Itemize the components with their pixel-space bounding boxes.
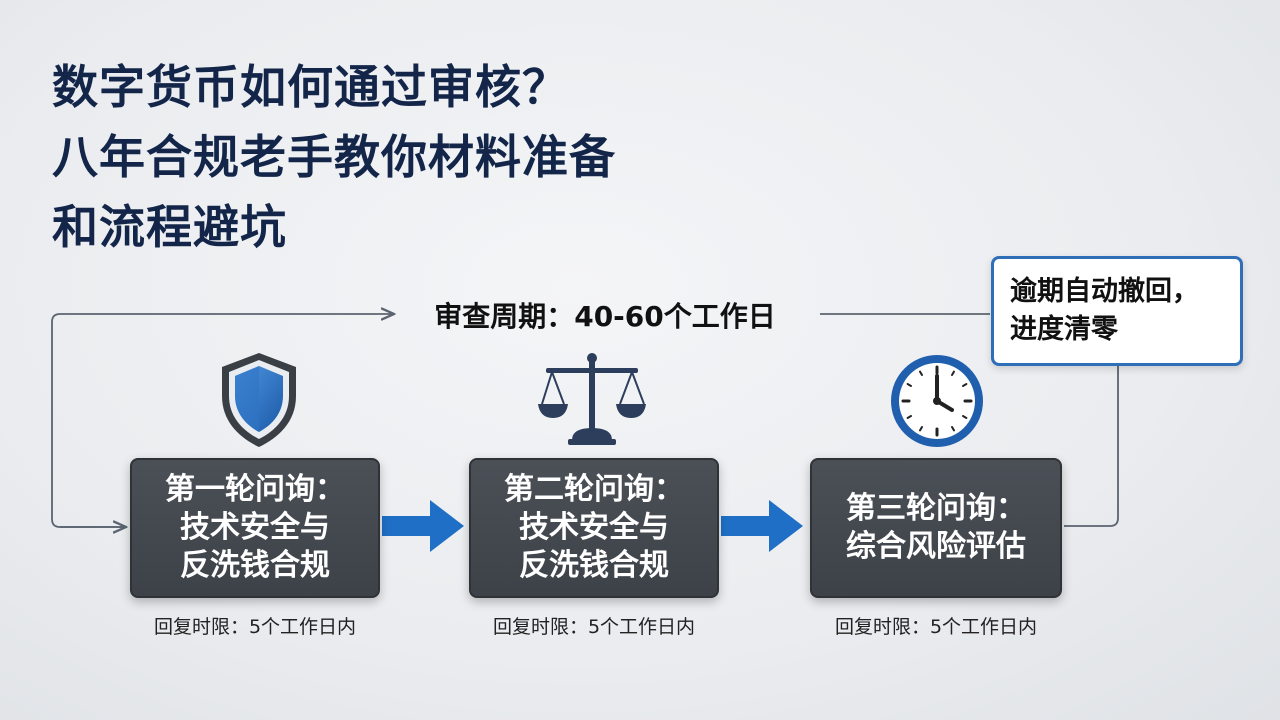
step-1-line-1: 第一轮问询： [165, 472, 345, 507]
timeout-callout: 逾期自动撤回， 进度清零 [991, 256, 1243, 366]
step-3-line-1: 第三轮问询： [846, 491, 1026, 526]
step-1-line-2: 技术安全与 [180, 510, 330, 545]
scales-icon [538, 353, 646, 445]
step-1-line-3: 反洗钱合规 [180, 548, 330, 583]
step-2-deadline-note: 回复时限：5个工作日内 [492, 616, 696, 638]
step-1-box: 第一轮问询： 技术安全与 反洗钱合规 [130, 458, 380, 598]
loop-back-line [51, 314, 394, 528]
page-title: 数字货币如何通过审核？ 八年合规老手教你材料准备 和流程避坑 [52, 52, 616, 262]
title-line-1: 数字货币如何通过审核？ [52, 60, 569, 114]
callout-return-line [1064, 366, 1119, 527]
title-line-3: 和流程避坑 [52, 200, 287, 254]
step-2-line-2: 技术安全与 [519, 510, 669, 545]
flow-arrow-1 [382, 500, 464, 552]
clock-icon [891, 355, 983, 447]
review-cycle-label: 审查周期：40-60个工作日 [434, 300, 776, 333]
flow-arrow-2 [721, 500, 803, 552]
shield-icon [222, 353, 296, 447]
callout-line-1: 逾期自动撤回， [1010, 276, 1199, 307]
step-1-deadline-note: 回复时限：5个工作日内 [153, 616, 357, 638]
step-2-line-3: 反洗钱合规 [519, 548, 669, 583]
step-3-line-2: 综合风险评估 [846, 529, 1026, 564]
step-3-box: 第三轮问询： 综合风险评估 [810, 458, 1062, 598]
title-line-2: 八年合规老手教你材料准备 [52, 130, 616, 184]
step-2-box: 第二轮问询： 技术安全与 反洗钱合规 [469, 458, 719, 598]
callout-line-2: 进度清零 [1010, 314, 1118, 345]
step-2-line-1: 第二轮问询： [504, 472, 684, 507]
step-3-deadline-note: 回复时限：5个工作日内 [834, 616, 1038, 638]
